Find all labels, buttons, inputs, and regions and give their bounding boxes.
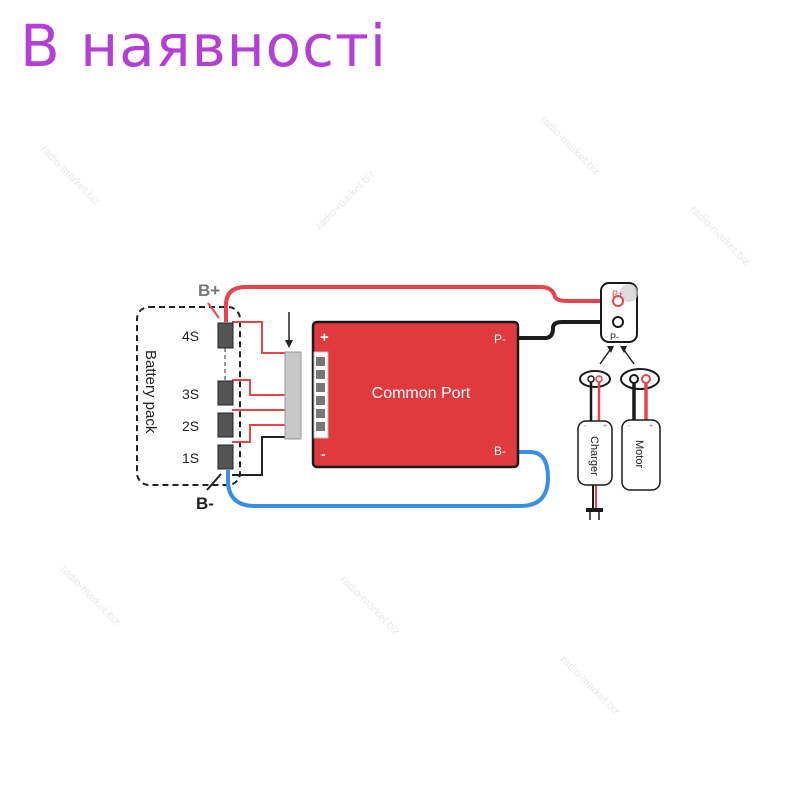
availability-title: В наявності: [20, 12, 387, 80]
cell-4s: [217, 322, 234, 349]
cell-3s: [217, 380, 234, 406]
cell-label: 2S: [182, 418, 199, 434]
svg-text:radio-market.biz: radio-market.biz: [338, 574, 402, 638]
motor-minus-sign: -: [628, 423, 631, 430]
positive-wire: [224, 285, 615, 322]
balance-wire-4s: [232, 321, 285, 354]
cells: [217, 322, 234, 470]
svg-text:radio-market.biz: radio-market.biz: [38, 144, 102, 208]
battery-pack-label: Battery pack: [142, 350, 159, 434]
balance-wire-3s: [232, 379, 285, 396]
b-minus-arrow: [206, 473, 222, 491]
battery-pack-outline: [136, 306, 241, 486]
charger-label: Charger: [588, 436, 600, 476]
svg-text:radio-market.biz: radio-market.biz: [58, 564, 122, 628]
motor-label: Motor: [633, 440, 645, 468]
board-b-minus-label: B-: [494, 444, 506, 458]
svg-text:radio-market.biz: radio-market.biz: [558, 654, 622, 718]
cell-1s: [217, 444, 234, 470]
cell-label: 1S: [182, 450, 199, 466]
board-label: Common Port: [372, 385, 471, 402]
motor-plug: [620, 368, 660, 390]
charger-plug: [579, 370, 611, 388]
b-plus-arrow: [207, 302, 220, 319]
cell-label: 3S: [182, 386, 199, 402]
balance-wire-1s: [232, 424, 285, 443]
b-minus-wire: [226, 450, 551, 508]
terminal-p-plus: P+: [612, 289, 623, 299]
b-plus-label: B+: [198, 281, 220, 300]
p-minus-wire: [518, 320, 615, 340]
terminal-p-minus: P-: [610, 332, 619, 342]
motor-arrow: [623, 349, 635, 365]
plug-icon: [586, 508, 603, 512]
board-minus: -: [321, 446, 326, 462]
balance-wire-ground: [232, 436, 285, 476]
charger-arrow: [599, 349, 611, 365]
motor-box: [621, 419, 661, 491]
bms-board: [311, 320, 520, 469]
charger-plus-sign: +: [603, 423, 607, 430]
board-plus: +: [320, 329, 329, 346]
p-minus-label: P-: [494, 332, 506, 346]
cell-label: 4S: [182, 328, 199, 344]
motor-plus-sign: +: [649, 423, 653, 430]
svg-text:radio-market.biz: radio-market.biz: [688, 204, 752, 268]
svg-text:radio-market.biz: radio-market.biz: [538, 114, 602, 178]
balance-connector: [284, 351, 302, 440]
charger-minus-sign: -: [584, 423, 587, 430]
svg-text:radio-market.biz: radio-market.biz: [314, 168, 378, 232]
b-minus-label: B-: [196, 494, 214, 513]
charger-box: [577, 420, 613, 486]
cell-2s: [217, 412, 234, 438]
